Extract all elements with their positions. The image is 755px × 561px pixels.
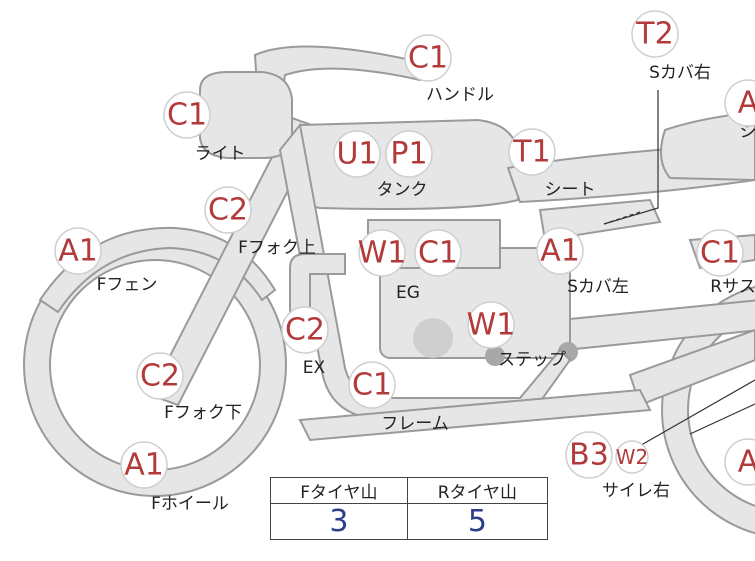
label-engine: EG — [396, 283, 420, 303]
badge-front-wheel: A1 — [120, 441, 168, 489]
badge-fork-lower: C2 — [136, 352, 184, 400]
badge-handle: C1 — [404, 34, 452, 82]
sidecover-right-leader — [603, 90, 659, 225]
frame-lower-part — [298, 388, 652, 442]
motorcycle-silhouette — [23, 45, 755, 535]
badge-code: W1 — [467, 308, 516, 343]
badge-silencer-right-b: B3 — [565, 431, 613, 479]
silencer-right-leader-2 — [689, 403, 755, 435]
badge-light: C1 — [163, 91, 211, 139]
engine-cover-circle — [413, 318, 453, 358]
badge-tank-u: U1 — [333, 130, 381, 178]
label-fork-lower: Fフォク下 — [164, 403, 242, 423]
badge-exhaust: C2 — [281, 306, 329, 354]
label-sidecover-right: Sカバ右 — [649, 63, 711, 83]
leader-lines — [603, 90, 755, 457]
label-front-fender: Fフェン — [97, 275, 158, 295]
badge-rear-suspension: C1 — [696, 229, 744, 277]
front-tire-header: Fタイヤ山 — [270, 477, 408, 504]
part-badges: C1 T2 A C1 U1 P1 T1 C2 — [54, 10, 755, 489]
label-rear-suspension: Rサス — [710, 277, 755, 297]
label-sidecover-left: Sカバ左 — [567, 277, 629, 297]
rear-cowl-part — [660, 110, 755, 182]
tire-tread-table: Fタイヤ山 Rタイヤ山 3 5 — [270, 477, 549, 540]
badge-seat-cowl-partial: A — [724, 79, 755, 127]
tire-table-header-row: Fタイヤ山 Rタイヤ山 — [270, 477, 549, 504]
badge-code: C2 — [285, 313, 325, 348]
badge-front-fender: A1 — [54, 227, 102, 275]
footpeg-left — [485, 346, 505, 366]
badge-code: T2 — [635, 17, 673, 52]
badge-silencer-right-w: W2 — [615, 440, 649, 474]
badge-code: U1 — [336, 137, 377, 172]
badge-code: B3 — [569, 438, 609, 473]
badge-code: C2 — [140, 359, 180, 394]
badge-code: C1 — [418, 236, 458, 271]
label-frame: フレーム — [381, 414, 449, 434]
badge-tank-p: P1 — [385, 130, 433, 178]
badge-frame: C1 — [348, 361, 396, 409]
badge-code: A — [738, 445, 755, 480]
rear-tire-value: 5 — [406, 503, 549, 540]
label-silencer-right: サイレ右 — [602, 481, 670, 501]
badge-code: A1 — [124, 448, 164, 483]
badge-code: A1 — [58, 234, 98, 269]
badge-sidecover-right: T2 — [631, 10, 679, 58]
label-exhaust: EX — [303, 358, 326, 378]
rear-tire-header: Rタイヤ山 — [406, 477, 549, 504]
badge-seat: T1 — [508, 128, 556, 176]
label-step: ステップ — [498, 350, 566, 370]
front-tire-value: 3 — [270, 503, 408, 540]
badge-engine-w: W1 — [358, 229, 407, 277]
badge-code: C1 — [167, 98, 207, 133]
label-front-wheel: Fホイール — [151, 494, 229, 514]
badge-code: W2 — [616, 445, 649, 469]
label-handle: ハンドル — [426, 85, 494, 105]
label-tank: タンク — [377, 180, 428, 200]
label-light: ライト — [195, 144, 246, 164]
sidecover-right-leader-dash — [603, 211, 641, 225]
tire-table-value-row: 3 5 — [270, 503, 549, 540]
badge-code: T1 — [512, 135, 550, 170]
badge-fork-upper: C2 — [204, 186, 252, 234]
label-fork-upper: Fフォク上 — [238, 238, 316, 258]
badge-sidecover-left: A1 — [536, 227, 584, 275]
part-labels: ハンドル Sカバ右 シ ライト タンク シート Fフォク上 Fフェン EG Sカ… — [97, 63, 755, 514]
rear-wheel-inner — [663, 287, 755, 533]
badge-code: C2 — [208, 193, 248, 228]
badge-code: C1 — [352, 368, 392, 403]
badge-code: C1 — [408, 41, 448, 76]
label-seat: シート — [545, 180, 596, 200]
badge-code: P1 — [390, 137, 427, 172]
badge-step: W1 — [467, 301, 516, 349]
badge-rear-wheel-partial: A — [724, 438, 755, 486]
badge-engine-c: C1 — [414, 229, 462, 277]
badge-code: A1 — [540, 234, 580, 269]
badge-code: A — [738, 86, 755, 121]
silencer-right-leader — [621, 379, 755, 457]
label-seat-cowl-partial: シ — [740, 122, 755, 142]
badge-code: C1 — [700, 236, 740, 271]
badge-code: W1 — [358, 236, 407, 271]
